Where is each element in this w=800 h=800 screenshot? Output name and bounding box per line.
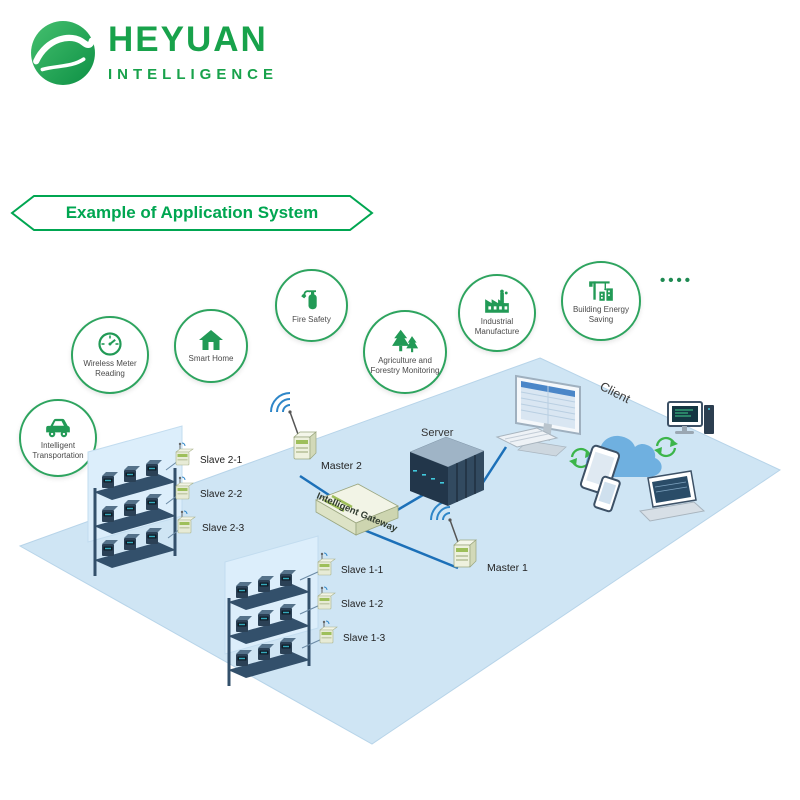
more-applications-dots: •••• [660, 272, 694, 289]
app-bubble-industrial-manufacture: Industrial Manufacture [458, 274, 536, 352]
slave-label: Slave 1-1 [341, 565, 384, 576]
app-bubble-wireless-meter-reading: Wireless Meter Reading [71, 316, 149, 394]
client-workstation [495, 374, 581, 457]
app-bubble-label: Smart Home [188, 354, 234, 364]
app-bubble-label: Building Energy Saving [572, 305, 630, 324]
slave-label: Slave 2-3 [202, 523, 245, 534]
heyuan-logo-icon [31, 21, 95, 85]
server-rack [409, 436, 485, 506]
trees-icon [392, 330, 419, 353]
app-bubble-smart-home: Smart Home [174, 309, 248, 383]
app-bubble-building-energy-saving: Building Energy Saving [561, 261, 641, 341]
logo-text: HEYUAN INTELLIGENCE [108, 20, 278, 83]
slave-label: Slave 1-3 [343, 633, 386, 644]
app-bubble-label: Industrial Manufacture [474, 317, 520, 336]
meter-icon [98, 332, 122, 357]
laptop-icon [638, 470, 706, 522]
server-label: Server [421, 427, 454, 439]
app-bubble-label: Intelligent Transportation [32, 441, 84, 460]
phone-icon [593, 475, 621, 513]
section-title: Example of Application System [65, 203, 319, 222]
app-bubble-fire-safety: Fire Safety [275, 269, 348, 342]
brand-subtitle: INTELLIGENCE [108, 65, 279, 83]
home-icon [199, 330, 223, 351]
crane-icon [589, 281, 613, 302]
desktop-computer-icon [667, 401, 714, 434]
app-bubble-agriculture-forestry: Agriculture and Forestry Monitoring [363, 310, 447, 394]
banner-ribbon [10, 195, 374, 231]
fire-extinguisher-icon [300, 289, 317, 309]
slave-label: Slave 1-2 [341, 599, 384, 610]
car-icon [46, 419, 70, 438]
brand-name: HEYUAN [108, 20, 268, 59]
app-bubble-label: Wireless Meter Reading [83, 359, 137, 378]
app-bubble-label: Fire Safety [292, 314, 331, 324]
brand-header: HEYUAN INTELLIGENCE [30, 20, 278, 86]
master2-label: Master 2 [321, 460, 362, 472]
app-bubble-intelligent-transportation: Intelligent Transportation [19, 399, 97, 477]
gateway-device [315, 483, 399, 536]
slave-label: Slave 2-1 [200, 455, 243, 466]
meter-shelf-center [227, 570, 311, 686]
meter-shelf-left [93, 460, 177, 576]
master1-label: Master 1 [487, 562, 528, 574]
section-banner: Example of Application System [6, 193, 378, 233]
app-bubble-label: Agriculture and Forestry Monitoring [370, 356, 440, 375]
keyboard [495, 427, 559, 448]
factory-icon [485, 290, 509, 314]
slave-label: Slave 2-2 [200, 489, 243, 500]
